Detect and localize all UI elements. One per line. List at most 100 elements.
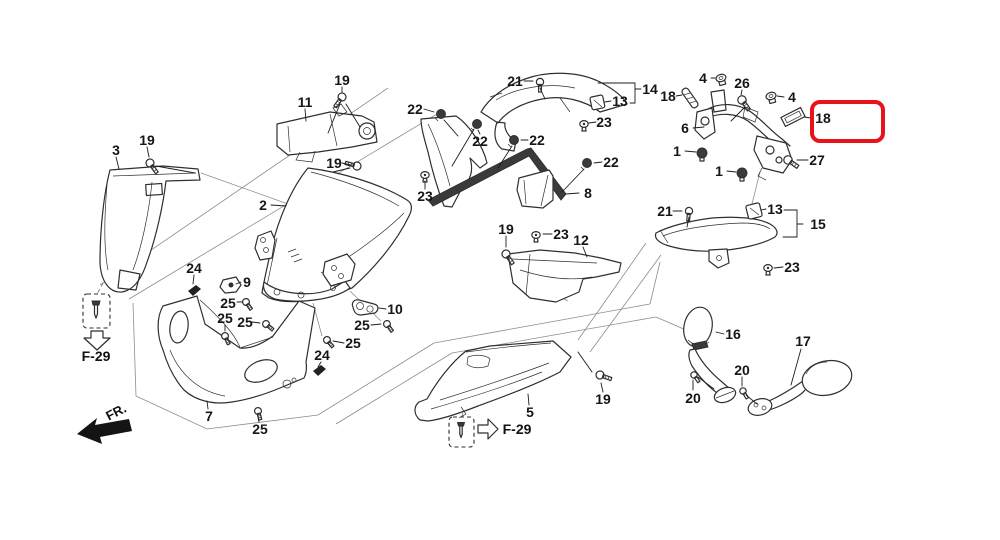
bolt-icon (456, 422, 466, 439)
screw-19-icon (333, 92, 347, 109)
callout-23: 23 (417, 188, 433, 204)
callout-19: 19 (595, 391, 611, 407)
clip-23-icon (763, 263, 773, 276)
part-18-mark (780, 106, 806, 128)
screw-21-icon (684, 206, 694, 222)
bolt-25-icon (382, 319, 394, 333)
grommet-4-icon (765, 91, 777, 105)
part-17-right-mirror (747, 359, 853, 416)
bolt-25-icon (322, 335, 335, 349)
leader-lines (115, 77, 812, 423)
callout-13: 13 (767, 201, 783, 217)
screw-22-icon (434, 109, 446, 122)
callout-22: 22 (603, 154, 619, 170)
callout-25: 25 (345, 335, 361, 351)
callout-22: 22 (529, 132, 545, 148)
callout-1: 1 (673, 143, 681, 159)
part-7-front-cowl (157, 295, 316, 404)
callout-22: 22 (407, 101, 423, 117)
callout-13: 13 (612, 93, 628, 109)
callout-19: 19 (498, 221, 514, 237)
part-6-cowl-stay (694, 89, 793, 181)
part-8-inner-garnish (420, 115, 567, 209)
clip-23-icon (420, 170, 430, 183)
fr-arrow-icon (77, 418, 132, 444)
part-16-left-mirror (683, 306, 737, 404)
callout-20: 20 (685, 390, 701, 406)
callout-12: 12 (573, 232, 589, 248)
screw-20-icon (739, 387, 749, 400)
cap-1-icon (696, 147, 708, 162)
grommet-4-icon (715, 73, 727, 87)
part-15-side-panel (654, 216, 778, 269)
cap-1-icon (736, 167, 748, 182)
bolt-icon (91, 300, 101, 319)
callout-20: 20 (734, 362, 750, 378)
highlight-box (810, 100, 885, 143)
callout-6: 6 (681, 120, 689, 136)
callout-25: 25 (252, 421, 268, 437)
callout-4: 4 (788, 89, 796, 105)
callout-23: 23 (596, 114, 612, 130)
screw-19-icon (595, 370, 613, 382)
callout-22: 22 (472, 133, 488, 149)
callout-17: 17 (795, 333, 811, 349)
callout-21: 21 (657, 203, 673, 219)
callout-19: 19 (326, 155, 342, 171)
clip-23-icon (531, 230, 541, 243)
callout-24: 24 (186, 260, 202, 276)
screw-22-icon (580, 158, 592, 171)
callout-14: 14 (642, 81, 658, 97)
bolt-25-icon (220, 331, 231, 346)
callout-23: 23 (553, 226, 569, 242)
callout-11: 11 (297, 94, 313, 110)
part-24-wedge-a (188, 285, 201, 296)
callout-8: 8 (584, 185, 592, 201)
callout-2: 2 (259, 197, 267, 213)
part-18-spring-clip (681, 87, 699, 109)
callout-16: 16 (725, 326, 741, 342)
callout-23: 23 (784, 259, 800, 275)
callout-4: 4 (699, 70, 707, 86)
fasteners (145, 73, 800, 421)
f29-label-bottom: F-29 (502, 421, 532, 437)
callout-24: 24 (314, 347, 330, 363)
callout-18: 18 (660, 88, 676, 104)
callout-25: 25 (237, 314, 253, 330)
f29-ref-bottom (448, 416, 499, 448)
f29-ref-left (82, 293, 111, 351)
bolt-27-icon (783, 155, 800, 169)
callout-10: 10 (387, 301, 403, 317)
part-2-windscreen (254, 167, 413, 303)
part-5-lower-cowl (414, 340, 572, 422)
callout-27: 27 (809, 152, 825, 168)
callout-1: 1 (715, 163, 723, 179)
screw-19-icon (501, 249, 515, 266)
callout-19: 19 (139, 132, 155, 148)
part-13-cushion-b (745, 202, 763, 220)
callout-7: 7 (205, 408, 213, 424)
bolt-26-icon (737, 95, 751, 112)
part-12-inner-duct (507, 249, 622, 303)
part-10-hook-bracket (351, 299, 379, 316)
bolt-25-icon (261, 319, 275, 332)
down-arrow-icon (83, 330, 111, 351)
callout-19: 19 (334, 72, 350, 88)
part-11-upper-bracket (276, 103, 378, 163)
right-arrow-icon (477, 418, 499, 440)
bolt-25-icon (241, 297, 253, 311)
callout-5: 5 (526, 404, 534, 420)
screw-19-icon (344, 160, 362, 171)
screw-22-icon (470, 119, 482, 132)
callout-3: 3 (112, 142, 120, 158)
callout-18-highlighted: 18 (815, 110, 831, 126)
callout-15: 15 (810, 216, 826, 232)
callout-21: 21 (507, 73, 523, 89)
f29-label-left: F-29 (81, 348, 111, 364)
part-9-clip-bracket (219, 276, 242, 294)
callout-9: 9 (243, 274, 251, 290)
part-14-upper-cowl (480, 72, 628, 152)
callout-25: 25 (220, 295, 236, 311)
